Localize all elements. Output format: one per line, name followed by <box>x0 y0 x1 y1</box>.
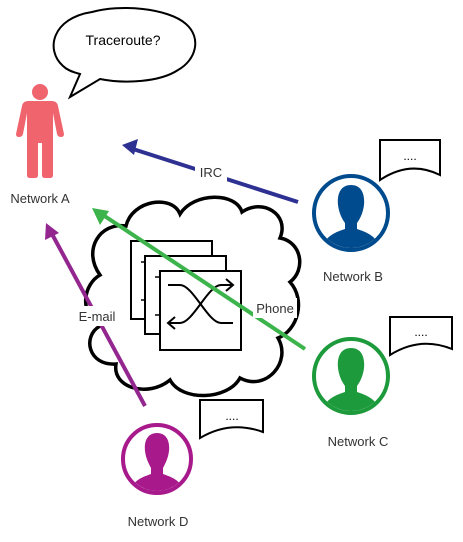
phone-label-background <box>253 298 297 318</box>
network-c-label: Network C <box>328 434 389 449</box>
email-label-background <box>74 306 120 326</box>
network-a-label: Network A <box>10 191 70 206</box>
network-b-avatar <box>312 174 390 252</box>
network-c-avatar <box>312 337 390 415</box>
irc-label: IRC <box>200 165 222 180</box>
phone-arrow-icon <box>92 208 307 351</box>
speech-bubble-icon: Traceroute? <box>52 7 197 100</box>
email-label: E-mail <box>79 309 116 324</box>
network-b-label: Network B <box>323 269 383 284</box>
phone-label: Phone <box>256 301 294 316</box>
note-c-text: .... <box>414 325 427 339</box>
irc-label-background <box>195 160 227 182</box>
document-note-icon: .... <box>379 139 441 182</box>
note-b-text: .... <box>403 149 416 163</box>
speech-bubble-text: Traceroute? <box>86 32 161 48</box>
document-note-icon: .... <box>199 399 264 440</box>
note-d-text: .... <box>225 409 238 423</box>
document-note-icon: .... <box>389 316 453 357</box>
person-icon <box>16 84 64 178</box>
network-d-label: Network D <box>128 514 189 529</box>
network-d-avatar <box>121 423 193 495</box>
